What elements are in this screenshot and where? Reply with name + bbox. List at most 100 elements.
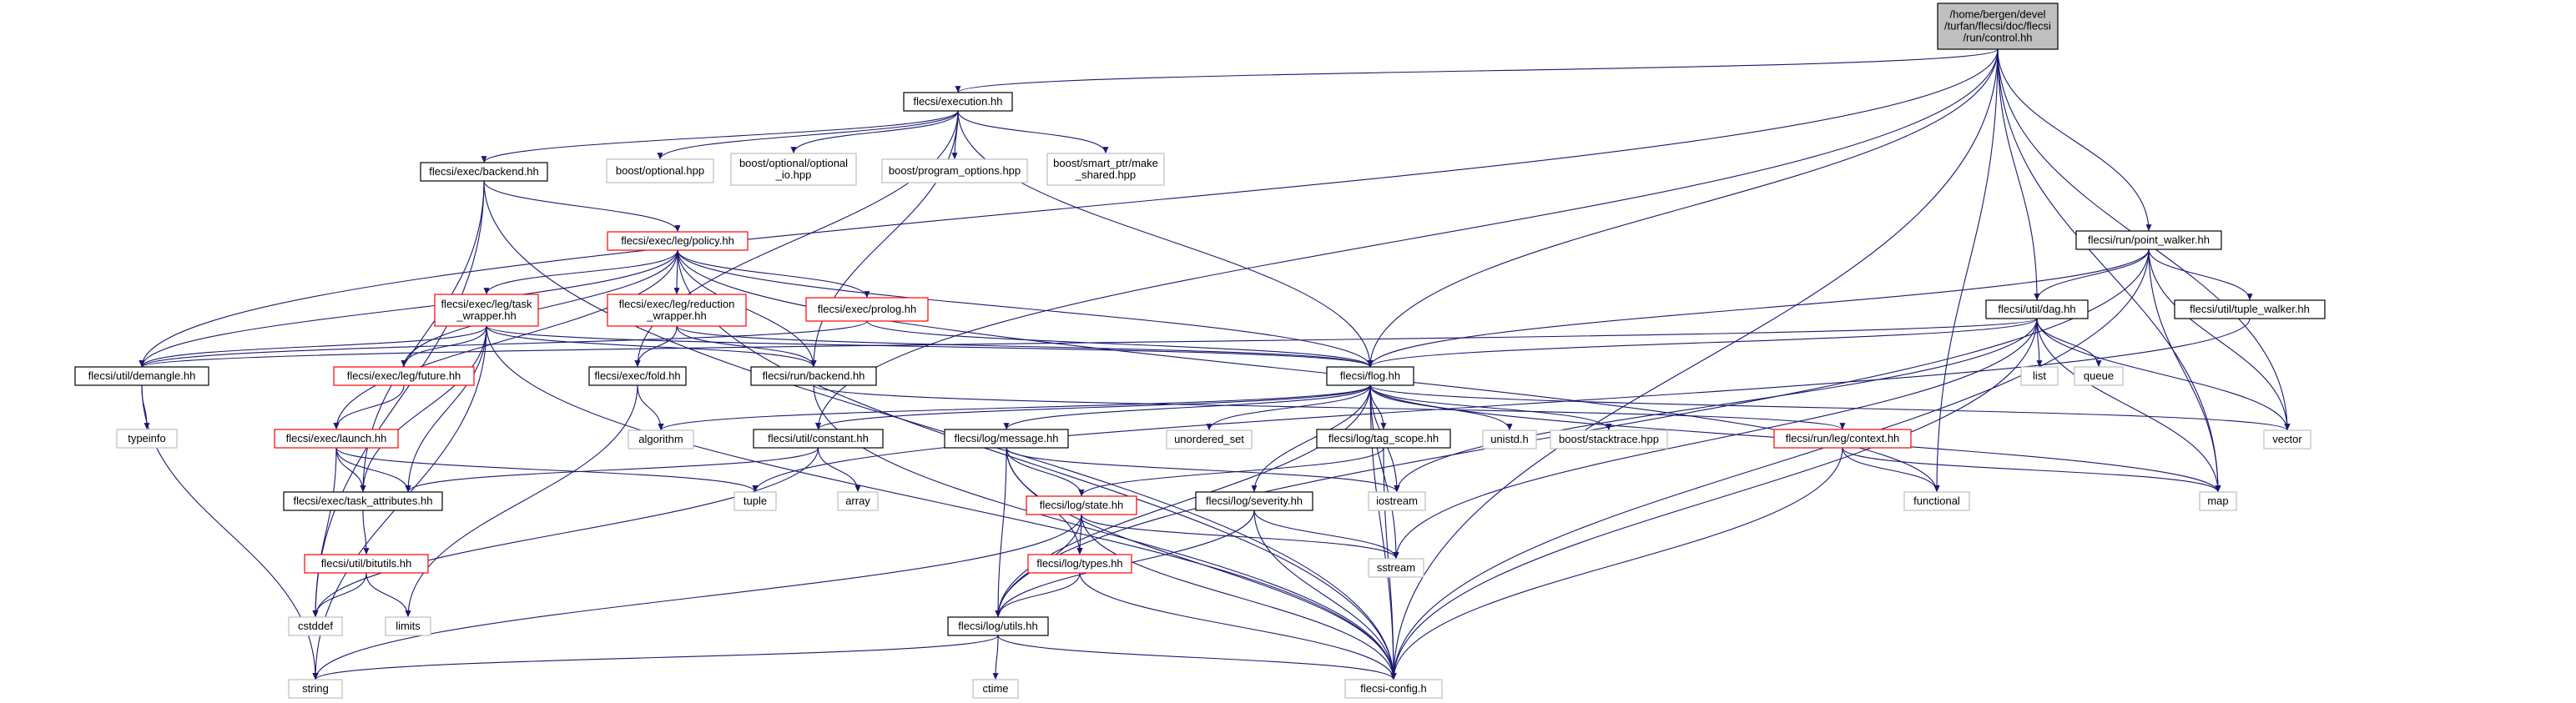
edge-log-utils-to-flecsi-config bbox=[997, 635, 1397, 680]
node-box bbox=[420, 162, 548, 182]
edge-util-constant-to-utility bbox=[405, 447, 819, 493]
edge-run-point-walker-to-flecsi-config bbox=[1390, 249, 2150, 680]
node-label: flecsi/run/leg/context.hh bbox=[1786, 432, 1900, 444]
node-box bbox=[837, 491, 879, 511]
node-box bbox=[733, 491, 777, 511]
node-unistd: unistd.h bbox=[1482, 429, 1537, 449]
node-box bbox=[1482, 429, 1537, 449]
node-label: string bbox=[302, 682, 329, 695]
node-run-backend[interactable]: flecsi/run/backend.hh bbox=[750, 366, 877, 386]
node-label: flecsi/flog.hh bbox=[1340, 369, 1400, 382]
edge-leg-reduction-wrapper-to-flog bbox=[676, 325, 1374, 368]
node-run-leg-context[interactable]: flecsi/run/leg/context.hh bbox=[1773, 429, 1912, 449]
edge-log-tag-scope-to-log-state bbox=[1078, 447, 1384, 497]
node-box bbox=[434, 294, 539, 327]
node-label: flecsi/exec/launch.hh bbox=[286, 432, 387, 444]
node-label: flecsi/exec/backend.hh bbox=[429, 165, 539, 178]
node-label: flecsi/log/utils.hh bbox=[958, 620, 1037, 632]
node-box bbox=[1326, 366, 1414, 386]
edge-leg-task-wrapper-to-exec-task-attributes bbox=[360, 325, 487, 493]
node-box bbox=[1773, 429, 1912, 449]
node-boost-optional-io: boost/optional/optional_io.hpp bbox=[730, 153, 857, 186]
edge-exec-backend-to-flecsi-config bbox=[483, 180, 1397, 680]
node-leg-reduction-wrapper[interactable]: flecsi/exec/leg/reduction_wrapper.hh bbox=[607, 294, 747, 327]
node-map: map bbox=[2199, 491, 2237, 511]
edge-flog-to-boost-stacktrace bbox=[1369, 384, 1612, 431]
edge-flog-to-util-constant bbox=[815, 384, 1371, 430]
edge-flog-to-log-utils bbox=[995, 384, 1371, 618]
node-run-point-walker[interactable]: flecsi/run/point_walker.hh bbox=[2075, 230, 2222, 250]
node-log-utils[interactable]: flecsi/log/utils.hh bbox=[947, 616, 1049, 636]
node-box bbox=[1027, 554, 1132, 574]
node-label: _io.hpp bbox=[775, 168, 812, 181]
node-box bbox=[628, 429, 694, 449]
node-exec-task-attributes[interactable]: flecsi/exec/task_attributes.hh bbox=[283, 491, 443, 511]
edge-exec-launch-to-cstddef bbox=[312, 447, 337, 618]
node-log-message[interactable]: flecsi/log/message.hh bbox=[944, 429, 1069, 449]
edge-log-message-to-flecsi-config bbox=[1006, 447, 1397, 680]
edge-leg-reduction-wrapper-to-exec-fold bbox=[634, 325, 678, 368]
node-label: flecsi/exec/leg/task bbox=[441, 298, 532, 310]
node-box bbox=[1166, 429, 1253, 449]
edge-log-types-to-flecsi-config bbox=[1079, 572, 1397, 680]
node-label: flecsi/util/tuple_walker.hh bbox=[2190, 303, 2310, 315]
node-label: flecsi/run/backend.hh bbox=[763, 369, 865, 382]
edge-root-to-util-dag bbox=[1997, 48, 2040, 301]
node-box bbox=[606, 158, 714, 183]
node-log-types[interactable]: flecsi/log/types.hh bbox=[1027, 554, 1132, 574]
edge-execution-to-boost-optional-io bbox=[790, 110, 959, 154]
edge-run-leg-context-to-map bbox=[1842, 447, 2221, 493]
edge-leg-task-wrapper-to-flecsi-config bbox=[486, 325, 1397, 680]
node-boost-program-options: boost/program_options.hpp bbox=[881, 158, 1028, 183]
edge-log-message-to-log-utils bbox=[995, 447, 1007, 618]
node-util-dag[interactable]: flecsi/util/dag.hh bbox=[1985, 299, 2089, 319]
node-flog[interactable]: flecsi/flog.hh bbox=[1326, 366, 1414, 386]
node-label: flecsi/util/dag.hh bbox=[1998, 303, 2075, 315]
node-label: flecsi/exec/prolog.hh bbox=[818, 303, 917, 315]
node-util-constant[interactable]: flecsi/util/constant.hh bbox=[753, 429, 884, 449]
node-label: sstream bbox=[1377, 561, 1415, 574]
node-exec-prolog[interactable]: flecsi/exec/prolog.hh bbox=[805, 297, 929, 322]
node-util-bitutils[interactable]: flecsi/util/bitutils.hh bbox=[304, 554, 429, 574]
edge-leg-policy-to-exec-launch bbox=[333, 249, 678, 430]
edge-exec-backend-to-leg-policy bbox=[483, 180, 681, 233]
node-exec-launch[interactable]: flecsi/exec/launch.hh bbox=[274, 429, 399, 449]
node-box bbox=[730, 153, 857, 186]
edge-flog-to-unordered-set bbox=[1206, 384, 1371, 431]
node-label: flecsi/log/tag_scope.hh bbox=[1328, 432, 1439, 444]
node-log-tag-scope[interactable]: flecsi/log/tag_scope.hh bbox=[1316, 429, 1451, 449]
edge-exec-launch-to-utility bbox=[335, 447, 411, 493]
node-label: flecsi/log/severity.hh bbox=[1206, 495, 1303, 507]
edge-log-utils-to-ctime bbox=[992, 635, 999, 680]
node-label: boost/optional.hpp bbox=[616, 164, 704, 177]
node-log-state[interactable]: flecsi/log/state.hh bbox=[1026, 495, 1137, 515]
node-leg-policy[interactable]: flecsi/exec/leg/policy.hh bbox=[607, 231, 749, 251]
node-box bbox=[2074, 366, 2124, 386]
node-box bbox=[881, 158, 1028, 183]
node-box bbox=[1985, 299, 2089, 319]
edge-execution-to-boost-optional bbox=[657, 110, 959, 160]
node-log-severity[interactable]: flecsi/log/severity.hh bbox=[1195, 491, 1313, 511]
node-exec-backend[interactable]: flecsi/exec/backend.hh bbox=[420, 162, 548, 182]
node-string: string bbox=[288, 679, 343, 699]
node-exec-fold[interactable]: flecsi/exec/fold.hh bbox=[588, 366, 687, 386]
edge-exec-launch-to-exec-task-attributes bbox=[335, 447, 366, 493]
node-root[interactable]: /home/bergen/devel/turfan/flecsi/doc/fle… bbox=[1937, 3, 2059, 50]
node-sstream: sstream bbox=[1368, 558, 1424, 578]
edge-exec-fold-to-algorithm bbox=[637, 384, 664, 431]
node-leg-task-wrapper[interactable]: flecsi/exec/leg/task_wrapper.hh bbox=[434, 294, 539, 327]
edge-log-message-to-iostream bbox=[1006, 447, 1400, 493]
node-leg-future[interactable]: flecsi/exec/leg/future.hh bbox=[333, 366, 475, 386]
node-vector: vector bbox=[2263, 429, 2311, 449]
edge-run-point-walker-to-util-tuple-walker bbox=[2148, 249, 2253, 301]
node-label: functional bbox=[1913, 495, 1960, 507]
node-box bbox=[903, 92, 1013, 112]
node-box bbox=[274, 429, 399, 449]
node-iostream: iostream bbox=[1368, 491, 1426, 511]
node-box bbox=[288, 616, 343, 636]
node-util-demangle[interactable]: flecsi/util/demangle.hh bbox=[74, 366, 209, 386]
node-util-tuple-walker[interactable]: flecsi/util/tuple_walker.hh bbox=[2174, 299, 2326, 319]
edge-run-leg-context-to-flecsi-config bbox=[1390, 447, 1843, 680]
node-execution[interactable]: flecsi/execution.hh bbox=[903, 92, 1013, 112]
edge-leg-policy-to-leg-task-wrapper bbox=[483, 249, 678, 295]
